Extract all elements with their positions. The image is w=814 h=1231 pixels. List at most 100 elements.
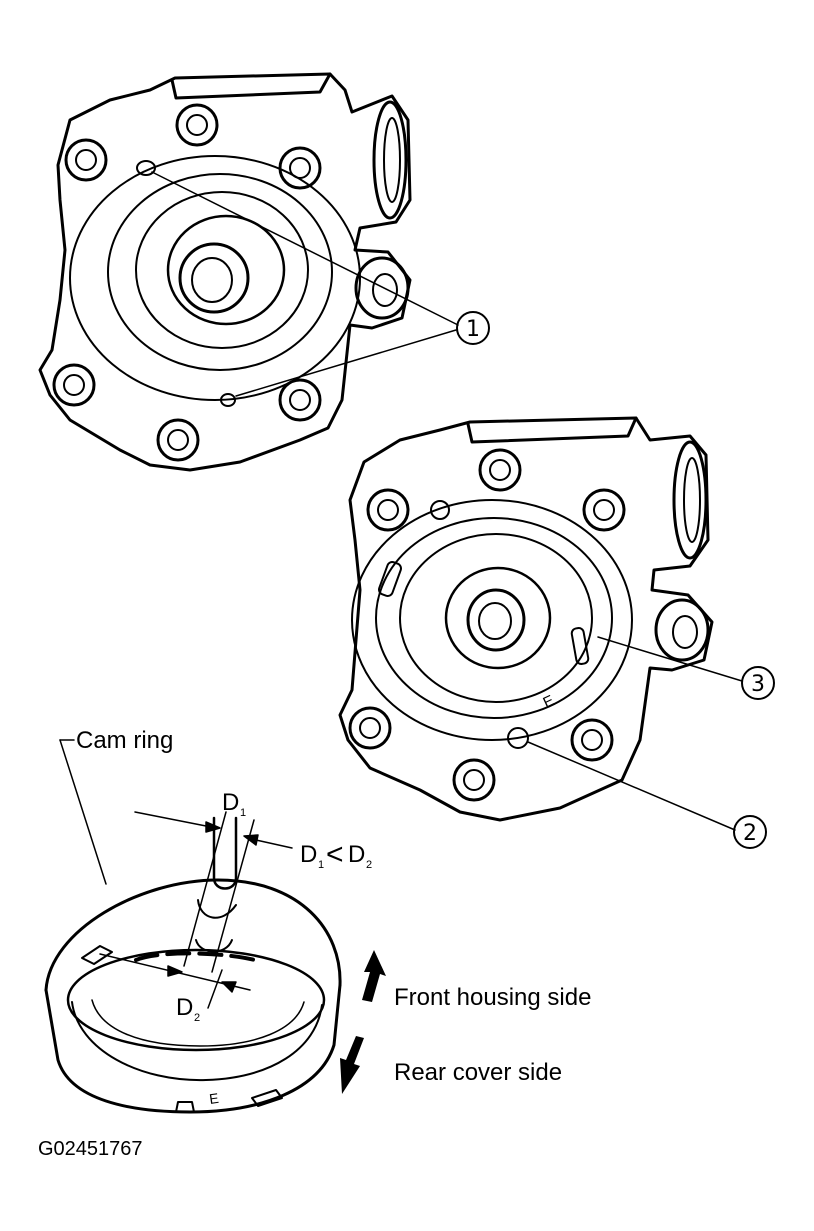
front-shaft-hole bbox=[191, 257, 233, 303]
front-bolt-hole-inner bbox=[186, 114, 208, 136]
callout-2: 2 bbox=[733, 815, 767, 849]
rear-housing-outline bbox=[338, 416, 714, 822]
front-bolt-hole-inner bbox=[63, 374, 85, 396]
cam-ring-label: Cam ring bbox=[76, 727, 173, 754]
d1-leader-left bbox=[134, 811, 207, 827]
cam-ring-leader-down bbox=[59, 739, 107, 885]
front-dowel-pin-top bbox=[136, 160, 156, 176]
d1-label-sub: 1 bbox=[240, 807, 246, 819]
figure-id: G02451767 bbox=[38, 1138, 143, 1160]
front-arrow bbox=[362, 950, 386, 1002]
front-shaft-bore bbox=[178, 242, 250, 314]
front-bolt-hole bbox=[156, 418, 200, 462]
rear-bolt-hole-inner bbox=[359, 717, 381, 739]
d1-arrow-right bbox=[243, 834, 259, 846]
front-bolt-hole bbox=[64, 138, 108, 182]
front-lower-boss-hole bbox=[372, 273, 398, 307]
rear-bolt-hole-inner bbox=[593, 499, 615, 521]
front-mating-face bbox=[69, 155, 361, 401]
callout-3-number: 3 bbox=[751, 672, 765, 697]
relation-right-sub: 2 bbox=[366, 859, 372, 871]
front-lower-boss bbox=[354, 256, 410, 320]
cam-ring-inner-lower bbox=[71, 1001, 323, 1082]
d2-label-sub: 2 bbox=[194, 1012, 200, 1024]
rear-bolt-hole bbox=[348, 706, 392, 750]
front-housing-outline bbox=[38, 72, 412, 472]
front-outlet-tube bbox=[372, 100, 408, 220]
callout-3: 3 bbox=[741, 666, 775, 700]
front-inner-ring bbox=[135, 191, 309, 349]
relation-left-sub: 1 bbox=[318, 859, 324, 871]
cam-ring-port-left bbox=[81, 945, 113, 965]
rear-bolt-hole bbox=[478, 448, 522, 492]
rear-rotor bbox=[444, 566, 552, 670]
callout-1: 1 bbox=[456, 311, 490, 345]
d2-label-letter: D bbox=[176, 994, 193, 1021]
rear-shaft-bore bbox=[466, 588, 526, 652]
rear-lower-boss bbox=[654, 598, 710, 662]
rear-mating-face bbox=[351, 499, 633, 741]
front-housing-top-tab bbox=[170, 72, 332, 100]
rear-housing-top-tab bbox=[466, 416, 638, 444]
d1-leader-right bbox=[255, 839, 293, 849]
cam-ring-inner-top bbox=[66, 948, 326, 1052]
rear-arrow bbox=[340, 1036, 364, 1094]
rear-shaft-hole bbox=[478, 602, 512, 640]
front-bolt-hole-inner bbox=[167, 429, 189, 451]
rear-bolt-holes bbox=[348, 448, 626, 802]
front-cam-recess bbox=[107, 173, 333, 371]
rear-bolt-hole-inner bbox=[489, 459, 511, 481]
rear-bolt-hole bbox=[366, 488, 410, 532]
callout-2-leaders bbox=[527, 741, 736, 831]
front-bolt-hole bbox=[52, 363, 96, 407]
down-arrow-icon bbox=[340, 1036, 364, 1094]
rear-bolt-hole-inner bbox=[377, 499, 399, 521]
cam-ring-detail bbox=[44, 816, 342, 1114]
front-bolt-hole-inner bbox=[289, 389, 311, 411]
d2-arrow-right bbox=[221, 981, 237, 993]
up-arrow-icon bbox=[362, 950, 386, 1002]
cam-ring-band-left bbox=[44, 983, 342, 1114]
rear-lower-boss-hole bbox=[672, 615, 698, 649]
rear-dowel-pin-bottom bbox=[507, 727, 529, 749]
rear-bolt-hole bbox=[570, 718, 614, 762]
dimension-lines bbox=[59, 739, 293, 1009]
d1-label-letter: D bbox=[222, 789, 239, 816]
cam-ring-pin-slot-lower bbox=[195, 939, 233, 953]
front-bolt-hole-inner bbox=[75, 149, 97, 171]
rear-bolt-hole bbox=[452, 758, 496, 802]
d2-ext-right bbox=[207, 969, 223, 1009]
front-outlet-bore bbox=[383, 117, 401, 203]
rear-cover-label: Rear cover side bbox=[394, 1059, 562, 1086]
front-rotor-ring bbox=[166, 214, 286, 326]
relation-op: < bbox=[326, 838, 344, 871]
rear-cam-ring bbox=[375, 517, 613, 719]
front-dowel-pin-bottom bbox=[220, 393, 236, 407]
relation-left: D bbox=[300, 841, 317, 868]
rear-bolt-hole bbox=[582, 488, 626, 532]
callout-3-leaders bbox=[597, 636, 743, 682]
cam-ring-pin-slot bbox=[197, 899, 237, 919]
d1-ext-left bbox=[183, 811, 227, 967]
cam-ring-port-bottom bbox=[251, 1089, 283, 1107]
cam-ring-outer-top bbox=[44, 878, 342, 992]
d1-ext-right bbox=[211, 819, 255, 973]
cam-ring-notch bbox=[175, 1101, 195, 1113]
front-housing-label: Front housing side bbox=[394, 984, 591, 1011]
cam-ring-pin bbox=[212, 816, 238, 890]
rear-port-right bbox=[570, 627, 590, 665]
d2-arrow-left bbox=[167, 965, 183, 977]
rear-cam-inner bbox=[399, 533, 593, 703]
relation-label: D 1 < D 2 bbox=[300, 838, 372, 871]
rear-port-left bbox=[378, 561, 402, 597]
callout-2-number: 2 bbox=[743, 821, 757, 846]
front-bolt-hole bbox=[278, 378, 322, 422]
relation-right: D bbox=[348, 841, 365, 868]
cam-ring-inner-edge bbox=[91, 999, 305, 1047]
front-housing-illustration bbox=[38, 72, 412, 472]
ring-e-mark: E bbox=[208, 1090, 219, 1107]
d1-arrow-left bbox=[205, 821, 221, 833]
cam-ring-d2-hole bbox=[134, 951, 264, 964]
rear-outlet-tube bbox=[672, 440, 708, 560]
